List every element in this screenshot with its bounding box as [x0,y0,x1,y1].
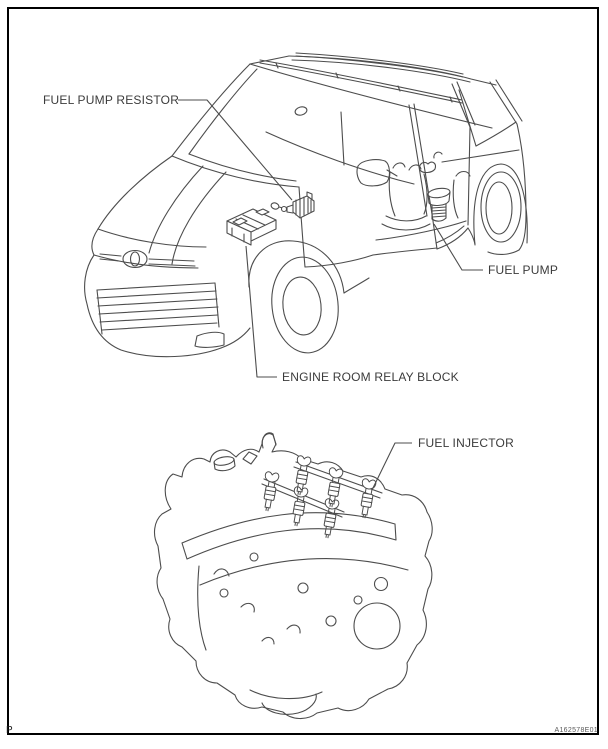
figure-border [7,7,599,735]
vehicle-illustration [84,52,528,358]
fuel-injector-part [258,470,280,513]
figure-code: A162578E01 [554,727,598,734]
leader-engine-room-relay-block [245,245,277,378]
callout-fuel-pump: FUEL PUMP [488,263,559,277]
engine-illustration [153,432,433,720]
fuel-injector-part [318,497,340,540]
fuel-injectors-part [258,454,377,540]
callout-engine-room-relay-block: ENGINE ROOM RELAY BLOCK [282,370,459,384]
leader-fuel-pump-resistor [178,99,293,201]
callout-fuel-injector: FUEL INJECTOR [418,436,514,450]
leader-fuel-injector [371,442,412,491]
callout-leader-lines [178,99,483,491]
leader-fuel-pump [433,223,483,271]
fuel-pump-part [427,187,451,222]
page-marker: P [6,725,13,736]
callout-fuel-pump-resistor: FUEL PUMP RESISTOR [43,93,180,107]
engine-room-relay-block-part [226,208,277,246]
fuel-pump-resistor-part [270,191,315,219]
